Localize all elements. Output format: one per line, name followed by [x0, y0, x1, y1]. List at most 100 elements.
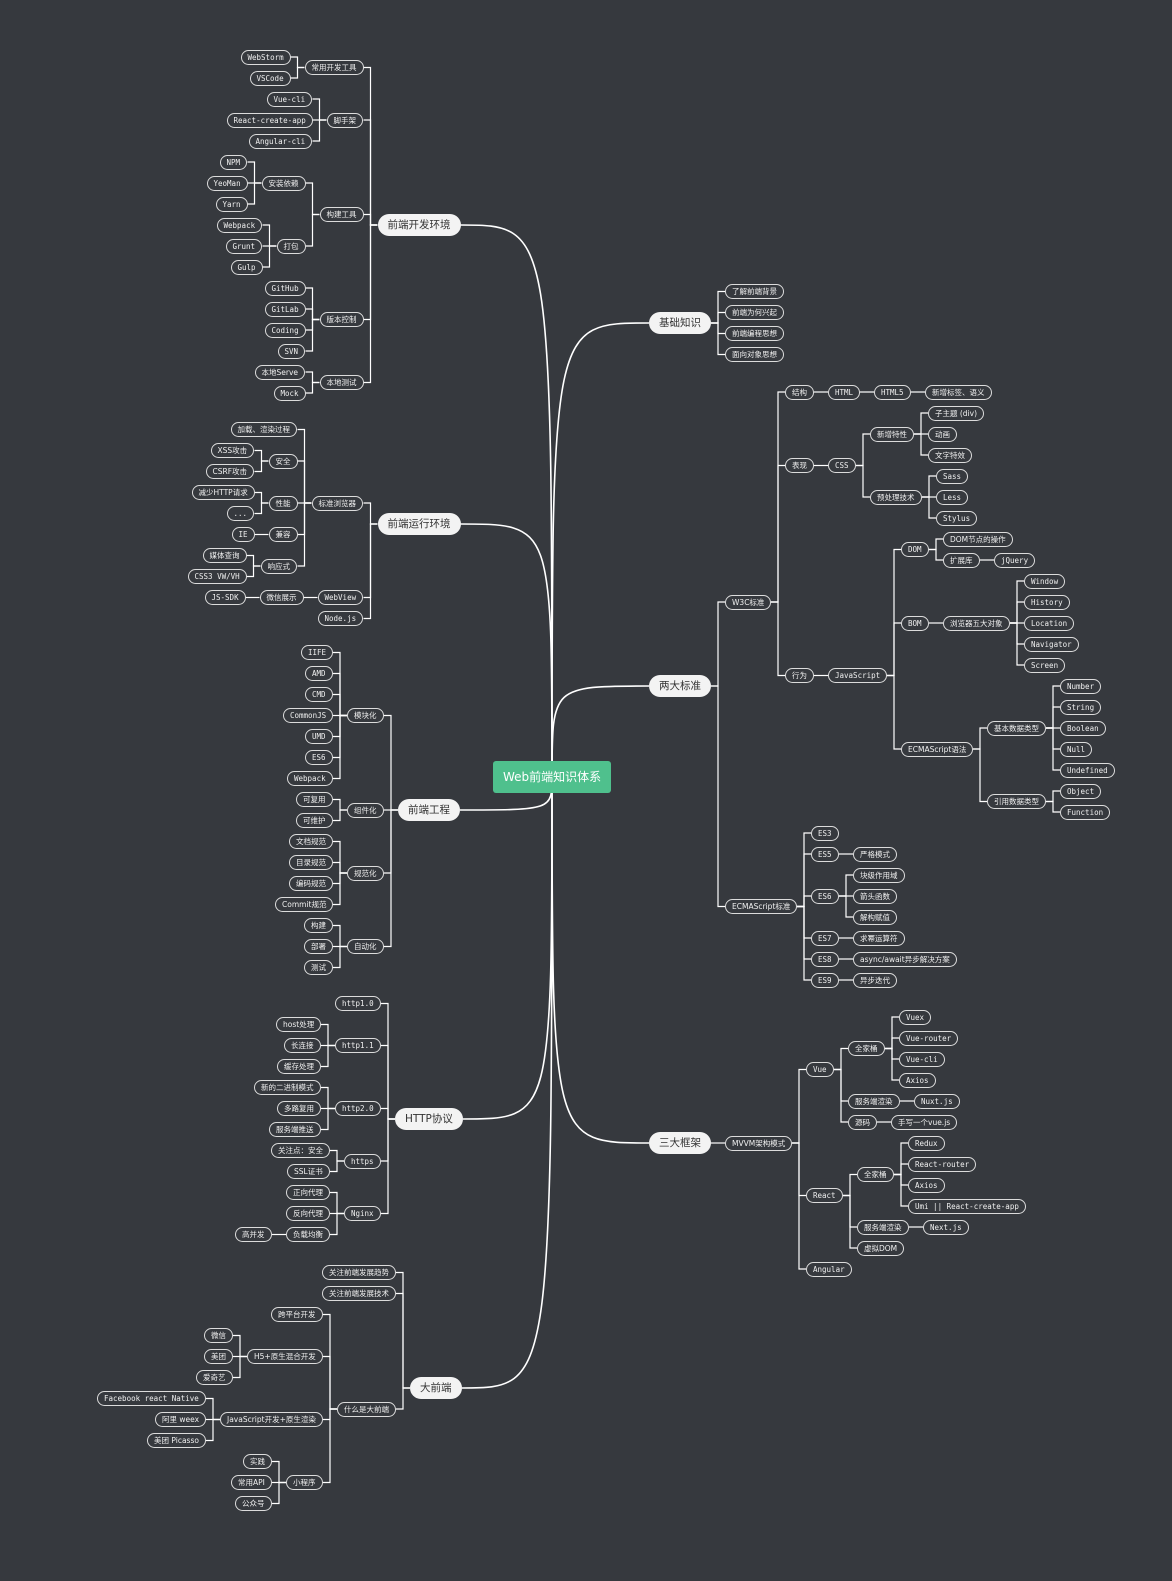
- node-react-router[interactable]: React-router: [908, 1156, 977, 1172]
- node-axios[interactable]: Axios: [908, 1177, 945, 1193]
- node-serve[interactable]: 本地Serve: [254, 364, 306, 380]
- node-cmd[interactable]: CMD: [305, 687, 333, 702]
- node-iife[interactable]: IIFE: [301, 645, 334, 660]
- node-dom[interactable]: 虚拟DOM: [857, 1240, 905, 1256]
- node-item[interactable]: 加载、渲染过程: [230, 422, 297, 437]
- node-div[interactable]: 子主题 (div): [928, 405, 985, 421]
- node-function[interactable]: Function: [1060, 804, 1111, 820]
- node-item[interactable]: 块级作用域: [853, 867, 905, 883]
- node-item[interactable]: 动画: [928, 426, 957, 442]
- node-ecmascript[interactable]: ECMAScript语法: [901, 741, 974, 757]
- node-stylus[interactable]: Stylus: [936, 510, 978, 526]
- node-item[interactable]: 前端编程思想: [725, 326, 784, 341]
- node-item[interactable]: 长连接: [284, 1038, 321, 1053]
- node-mvvm[interactable]: MVVM架构模式: [725, 1135, 793, 1151]
- node-item[interactable]: 微信: [204, 1328, 233, 1343]
- node-location[interactable]: Location: [1024, 615, 1075, 631]
- node-npm[interactable]: NPM: [219, 154, 248, 170]
- node-item[interactable]: 异步迭代: [853, 972, 897, 988]
- node-item[interactable]: 结构: [785, 384, 814, 400]
- node-jquery[interactable]: jQuery: [994, 552, 1036, 568]
- node-item[interactable]: 预处理技术: [870, 489, 922, 505]
- branch-7[interactable]: 两大标准: [649, 675, 711, 697]
- node-es5[interactable]: ES5: [811, 846, 839, 862]
- node-item[interactable]: 实践: [243, 1454, 272, 1469]
- node-item[interactable]: 微信展示: [259, 590, 304, 605]
- node-item[interactable]: 什么是大前端: [337, 1401, 396, 1417]
- branch-6[interactable]: 基础知识: [649, 312, 711, 334]
- node-picasso[interactable]: 美团 Picasso: [147, 1433, 206, 1448]
- node-item[interactable]: 文字特效: [928, 447, 972, 463]
- node-bom[interactable]: BOM: [901, 615, 929, 631]
- node-umi-react-create-app[interactable]: Umi || React-create-app: [908, 1198, 1026, 1214]
- node-http1-0[interactable]: http1.0: [335, 996, 381, 1011]
- node-item[interactable]: 严格模式: [853, 846, 897, 862]
- node-vuex[interactable]: Vuex: [899, 1009, 932, 1025]
- node-item[interactable]: 全家桶: [848, 1041, 885, 1056]
- node-angular-cli[interactable]: Angular-cli: [248, 133, 313, 149]
- node-es8[interactable]: ES8: [811, 951, 839, 967]
- node-item[interactable]: 高并发: [235, 1227, 272, 1242]
- node-item[interactable]: 规范化: [347, 865, 384, 881]
- node-item[interactable]: 源码: [848, 1114, 877, 1130]
- node-item[interactable]: 基本数据类型: [987, 720, 1046, 736]
- node-react[interactable]: React: [806, 1188, 843, 1203]
- node-html5[interactable]: HTML5: [874, 384, 911, 400]
- node-item[interactable]: 正向代理: [286, 1185, 330, 1200]
- node-http[interactable]: 减少HTTP请求: [191, 485, 255, 500]
- node-item[interactable]: 安全: [268, 453, 298, 469]
- node-css[interactable]: CSS: [828, 458, 856, 473]
- node-item[interactable]: 新增标签、语义: [925, 384, 992, 400]
- node-http2-0[interactable]: http2.0: [335, 1101, 381, 1116]
- node-facebook-react-native[interactable]: Facebook react Native: [97, 1391, 206, 1406]
- node-item[interactable]: 跨平台开发: [271, 1307, 323, 1322]
- node-async-await[interactable]: async/await异步解决方案: [853, 951, 957, 967]
- node-node-js[interactable]: Node.js: [317, 611, 364, 626]
- node-javascript[interactable]: JavaScript开发+原生渲染: [220, 1412, 323, 1427]
- node-window[interactable]: Window: [1024, 573, 1066, 589]
- node-vue[interactable]: Vue: [806, 1062, 834, 1077]
- node-https[interactable]: https: [344, 1153, 381, 1169]
- node-item[interactable]: 响应式: [260, 558, 297, 574]
- node-host[interactable]: host处理: [276, 1017, 322, 1032]
- node-item[interactable]: 美团: [204, 1349, 233, 1364]
- node-item[interactable]: 安装依赖: [261, 175, 306, 191]
- node-item[interactable]: 箭头函数: [853, 888, 897, 904]
- node-item[interactable]: 求幂运算符: [853, 930, 905, 946]
- node-undefined[interactable]: Undefined: [1060, 762, 1115, 778]
- node-vue-js[interactable]: 手写一个vue.js: [891, 1114, 958, 1130]
- node-ssl[interactable]: SSL证书: [287, 1164, 330, 1179]
- node-axios[interactable]: Axios: [899, 1072, 936, 1088]
- node-gulp[interactable]: Gulp: [230, 259, 263, 275]
- node-less[interactable]: Less: [936, 489, 969, 505]
- node-item[interactable]: 反向代理: [286, 1206, 330, 1221]
- node-item[interactable]: 解构赋值: [853, 909, 897, 925]
- node-null[interactable]: Null: [1060, 741, 1093, 757]
- node-item[interactable]: 负载均衡: [286, 1227, 330, 1242]
- node-item[interactable]: 服务端推送: [269, 1122, 321, 1137]
- node-nginx[interactable]: Nginx: [344, 1206, 381, 1221]
- node-item[interactable]: 多路复用: [277, 1101, 321, 1116]
- node-vue-cli[interactable]: Vue-cli: [899, 1051, 945, 1067]
- node-amd[interactable]: AMD: [305, 666, 333, 681]
- node-webview[interactable]: WebView: [317, 590, 364, 605]
- root-topic[interactable]: Web前端知识体系: [493, 761, 612, 793]
- node-js-sdk[interactable]: JS-SDK: [204, 590, 246, 605]
- node-item[interactable]: 可维护: [296, 813, 333, 828]
- node-vscode[interactable]: VSCode: [249, 70, 291, 86]
- node-item[interactable]: 扩展库: [943, 552, 980, 568]
- node-webpack[interactable]: Webpack: [216, 217, 263, 233]
- node-gitlab[interactable]: GitLab: [264, 301, 306, 317]
- node-item[interactable]: 兼容: [268, 527, 298, 542]
- node-api[interactable]: 常用API: [231, 1475, 272, 1490]
- node-h5[interactable]: H5+原生混合开发: [247, 1349, 323, 1364]
- node-react-create-app[interactable]: React-create-app: [226, 112, 313, 128]
- node-javascript[interactable]: JavaScript: [828, 668, 888, 683]
- node-commit[interactable]: Commit规范: [275, 897, 334, 912]
- node-item[interactable]: 版本控制: [319, 312, 364, 327]
- node-angular[interactable]: Angular: [806, 1261, 852, 1277]
- node-vue-cli[interactable]: Vue-cli: [266, 91, 313, 107]
- node-commonjs[interactable]: CommonJS: [283, 708, 334, 723]
- node-item[interactable]: 缓存处理: [277, 1059, 321, 1074]
- node-item[interactable]: 服务端渲染: [857, 1219, 909, 1235]
